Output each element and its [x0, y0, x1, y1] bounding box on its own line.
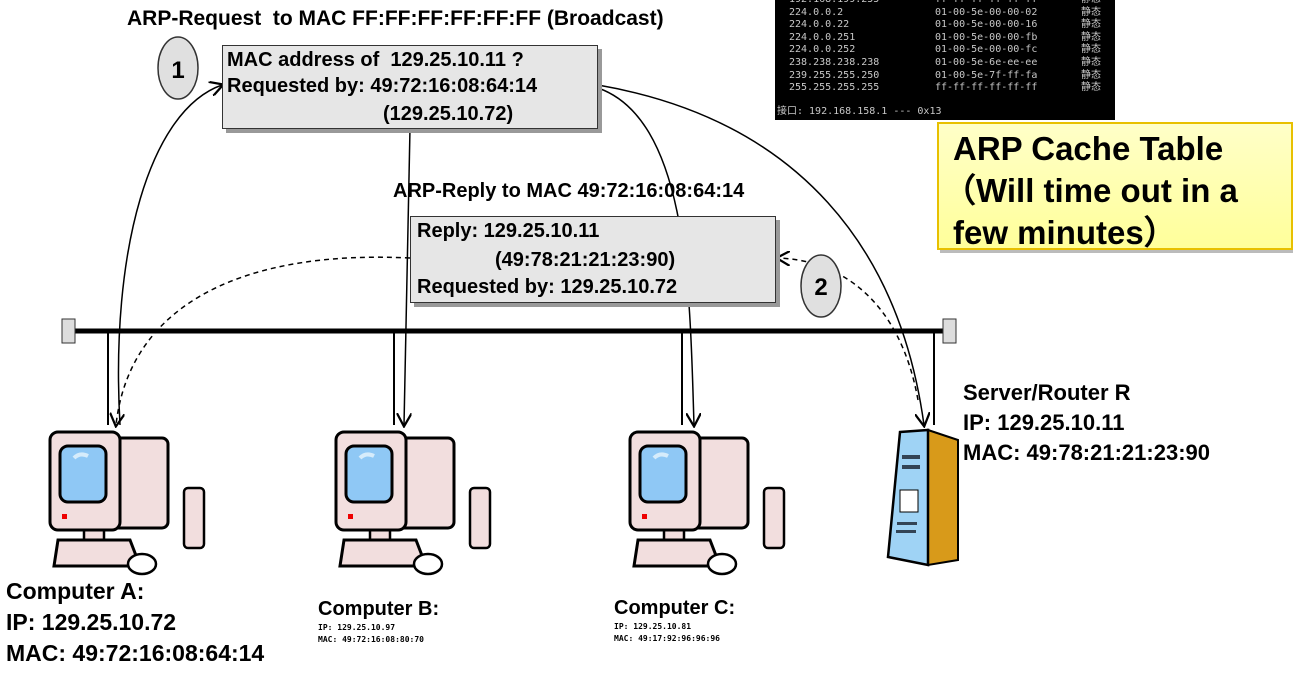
server-mac: MAC: 49:78:21:21:23:90: [963, 440, 1210, 465]
computer-a-icon: [48, 430, 206, 576]
computer-b-ip: IP: 129.25.10.97: [318, 623, 396, 632]
arp-cache-row: 238.238.238.238 01-00-5e-6e-ee-ee 静态: [775, 57, 1115, 70]
reply-line: Reply: 129.25.10.11: [417, 220, 600, 242]
note-line: few minutes）: [953, 214, 1177, 251]
arp-cache-cell: 静态: [1081, 44, 1101, 56]
arp-cache-row: 224.0.0.22 01-00-5e-00-00-16 静态: [775, 19, 1115, 32]
arp-cache-cell: 静态: [1081, 31, 1101, 43]
arp-cache-cell: 01-00-5e-00-00-16: [935, 19, 1038, 31]
note-line: （Will time out in a: [943, 172, 1238, 209]
computer-c-details: IP: 129.25.10.81 MAC: 49:17:92:96:96:96: [614, 621, 720, 645]
arp-cache-row: 224.0.0.251 01-00-5e-00-00-fb 静态: [775, 32, 1115, 45]
arp-cache-cell: 239.255.255.250: [789, 69, 880, 81]
computer-a-mac: MAC: 49:72:16:08:64:14: [6, 640, 265, 666]
arp-cache-cell: 静态: [1081, 6, 1101, 18]
arp-cache-cell: ff-ff-ff-ff-ff-ff: [935, 82, 1038, 94]
server-icon: [886, 428, 959, 567]
computer-b-icon: [334, 430, 492, 576]
arp-cache-cell: 静态: [1081, 0, 1101, 7]
arp-cache-cell: ff-ff-ff-ff-ff-ff: [935, 0, 1081, 7]
request-arrow-b: [404, 127, 410, 425]
arp-cache-cell: 01-00-5e-00-00-fb: [935, 31, 1038, 43]
arp-cache-cell: 224.0.0.252: [789, 44, 856, 56]
computer-c-name: Computer C:: [614, 597, 736, 619]
arp-cache-cell: 224.0.0.251: [789, 31, 856, 43]
server-name: Server/Router R: [963, 380, 1131, 405]
arp-cache-cell: 静态: [1081, 19, 1101, 31]
bus-terminator-right: [942, 318, 957, 344]
computer-c-ip: IP: 129.25.10.81: [614, 622, 692, 631]
request-box: MAC address of 129.25.10.11 ? Requested …: [222, 45, 598, 129]
arp-cache-note: ARP Cache Table （Will time out in a few …: [937, 122, 1293, 251]
server-label: Server/Router R IP: 129.25.10.11 MAC: 49…: [963, 378, 1210, 468]
computer-b-mac: MAC: 49:72:16:08:80:70: [318, 635, 424, 644]
request-line: MAC address of 129.25.10.11 ?: [227, 49, 524, 71]
computer-a-label: Computer A: IP: 129.25.10.72 MAC: 49:72:…: [6, 576, 264, 669]
computer-a-name: Computer A:: [6, 578, 145, 604]
reply-header: ARP-Reply to MAC 49:72:16:08:64:14: [393, 180, 745, 202]
step-2-badge: [800, 254, 842, 318]
arp-cache-cell: 静态: [1081, 82, 1101, 94]
request-arrow-a: [117, 85, 222, 426]
request-line: Requested by: 49:72:16:08:64:14: [227, 75, 538, 97]
computer-a-ip: IP: 129.25.10.72: [6, 609, 177, 635]
arp-cache-cell: 01-00-5e-00-00-02: [935, 6, 1038, 18]
arp-cache-cell: 静态: [1081, 56, 1101, 68]
arp-cache-cell: 01-00-5e-6e-ee-ee: [935, 56, 1038, 68]
computer-b-name: Computer B:: [318, 598, 440, 620]
arp-cache-cell: 01-00-5e-00-00-fc: [935, 44, 1038, 56]
interface-line: 接口: 192.168.158.1 --- 0x13: [777, 106, 942, 117]
arp-cache-cell: 224.0.0.22: [789, 19, 850, 31]
arp-cache-row: 239.255.255.250 01-00-5e-7f-ff-fa 静态: [775, 70, 1115, 83]
request-header: ARP-Request to MAC FF:FF:FF:FF:FF:FF (Br…: [127, 7, 664, 30]
arp-cache-row: 255.255.255.255 ff-ff-ff-ff-ff-ff 静态: [775, 82, 1115, 95]
arp-cache-cell: 静态: [1081, 69, 1101, 81]
arp-cache-row: 224.0.0.252 01-00-5e-00-00-fc 静态: [775, 44, 1115, 57]
server-ip: IP: 129.25.10.11: [963, 410, 1125, 435]
reply-line: Requested by: 129.25.10.72: [417, 276, 678, 298]
request-line: (129.25.10.72): [383, 103, 514, 125]
reply-line: (49:78:21:21:23:90): [495, 249, 676, 271]
bus-terminator-left: [61, 318, 76, 344]
arp-cache-cell: 192.168.199.255: [789, 0, 935, 7]
computer-c-icon: [628, 430, 786, 576]
arp-cache-row: 224.0.0.2 01-00-5e-00-00-02 静态: [775, 7, 1115, 20]
reply-arrow-a: [116, 256, 411, 425]
step-1-label: 1: [171, 57, 184, 84]
step-2-label: 2: [814, 274, 827, 301]
arp-cache-cell: 01-00-5e-7f-ff-fa: [935, 69, 1038, 81]
request-arrow-r: [597, 84, 924, 425]
step-1-badge: [157, 36, 199, 100]
arp-cache-terminal: 192.168.199.255ff-ff-ff-ff-ff-ff静态224.0.…: [775, 0, 1115, 120]
arp-cache-cell: 255.255.255.255: [789, 82, 880, 94]
computer-b-details: IP: 129.25.10.97 MAC: 49:72:16:08:80:70: [318, 622, 424, 646]
computer-c-mac: MAC: 49:17:92:96:96:96: [614, 634, 720, 643]
arp-cache-cell: 238.238.238.238: [789, 56, 880, 68]
arp-cache-cell: 224.0.0.2: [789, 6, 844, 18]
note-title: ARP Cache Table: [953, 130, 1224, 167]
reply-box: Reply: 129.25.10.11 (49:78:21:21:23:90) …: [410, 216, 776, 303]
